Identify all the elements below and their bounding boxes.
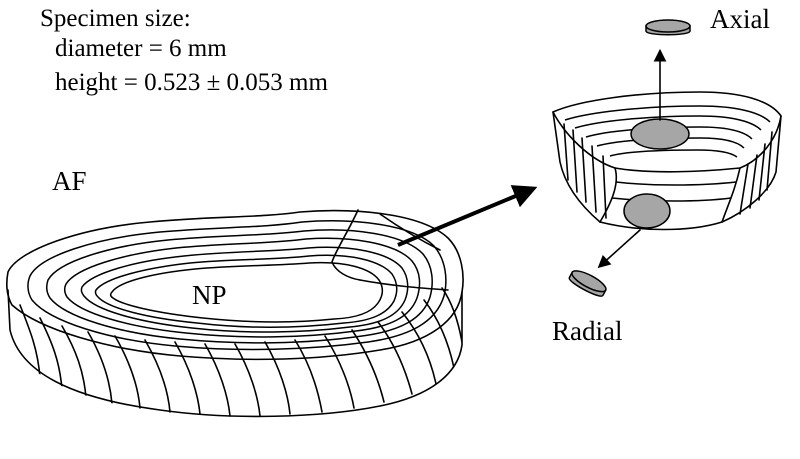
nucleus-pulposus-label: NP [192, 280, 227, 310]
extraction-arrow [397, 185, 538, 247]
excised-annulus-block [552, 91, 782, 231]
radial-specimen: Radial [552, 229, 641, 346]
block-fiber-lines-left [563, 123, 607, 219]
axial-specimen: Axial [645, 4, 770, 121]
specimen-heading: Specimen size: [40, 5, 191, 32]
intervertebral-disc [6, 209, 464, 418]
nucleus-pulposus-boundary [109, 261, 383, 323]
annulus-rings [27, 220, 447, 351]
block-fiber-lines-right [739, 131, 773, 215]
disc-outer-boundary [6, 209, 464, 361]
radial-label: Radial [552, 316, 622, 346]
axial-label: Axial [710, 4, 770, 34]
disc-side-wall [7, 289, 463, 418]
specimen-size-info: Specimen size: diameter = 6 mm height = … [40, 5, 329, 96]
specimen-height: height = 0.523 ± 0.053 mm [55, 69, 329, 96]
annulus-fibrosus-label: AF [52, 166, 87, 196]
radial-arrow [597, 229, 641, 269]
radial-specimen-site [623, 193, 671, 229]
axial-specimen-site [630, 118, 690, 150]
annulus-fiber-lines [19, 287, 463, 417]
specimen-diameter: diameter = 6 mm [55, 35, 227, 62]
excision-cut-lines [331, 209, 449, 291]
